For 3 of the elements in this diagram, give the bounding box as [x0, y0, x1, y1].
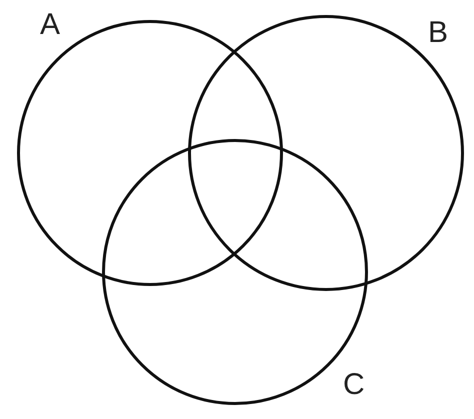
- set-label: A: [40, 10, 60, 40]
- set-label: B: [428, 18, 448, 48]
- set-label: C: [343, 370, 365, 400]
